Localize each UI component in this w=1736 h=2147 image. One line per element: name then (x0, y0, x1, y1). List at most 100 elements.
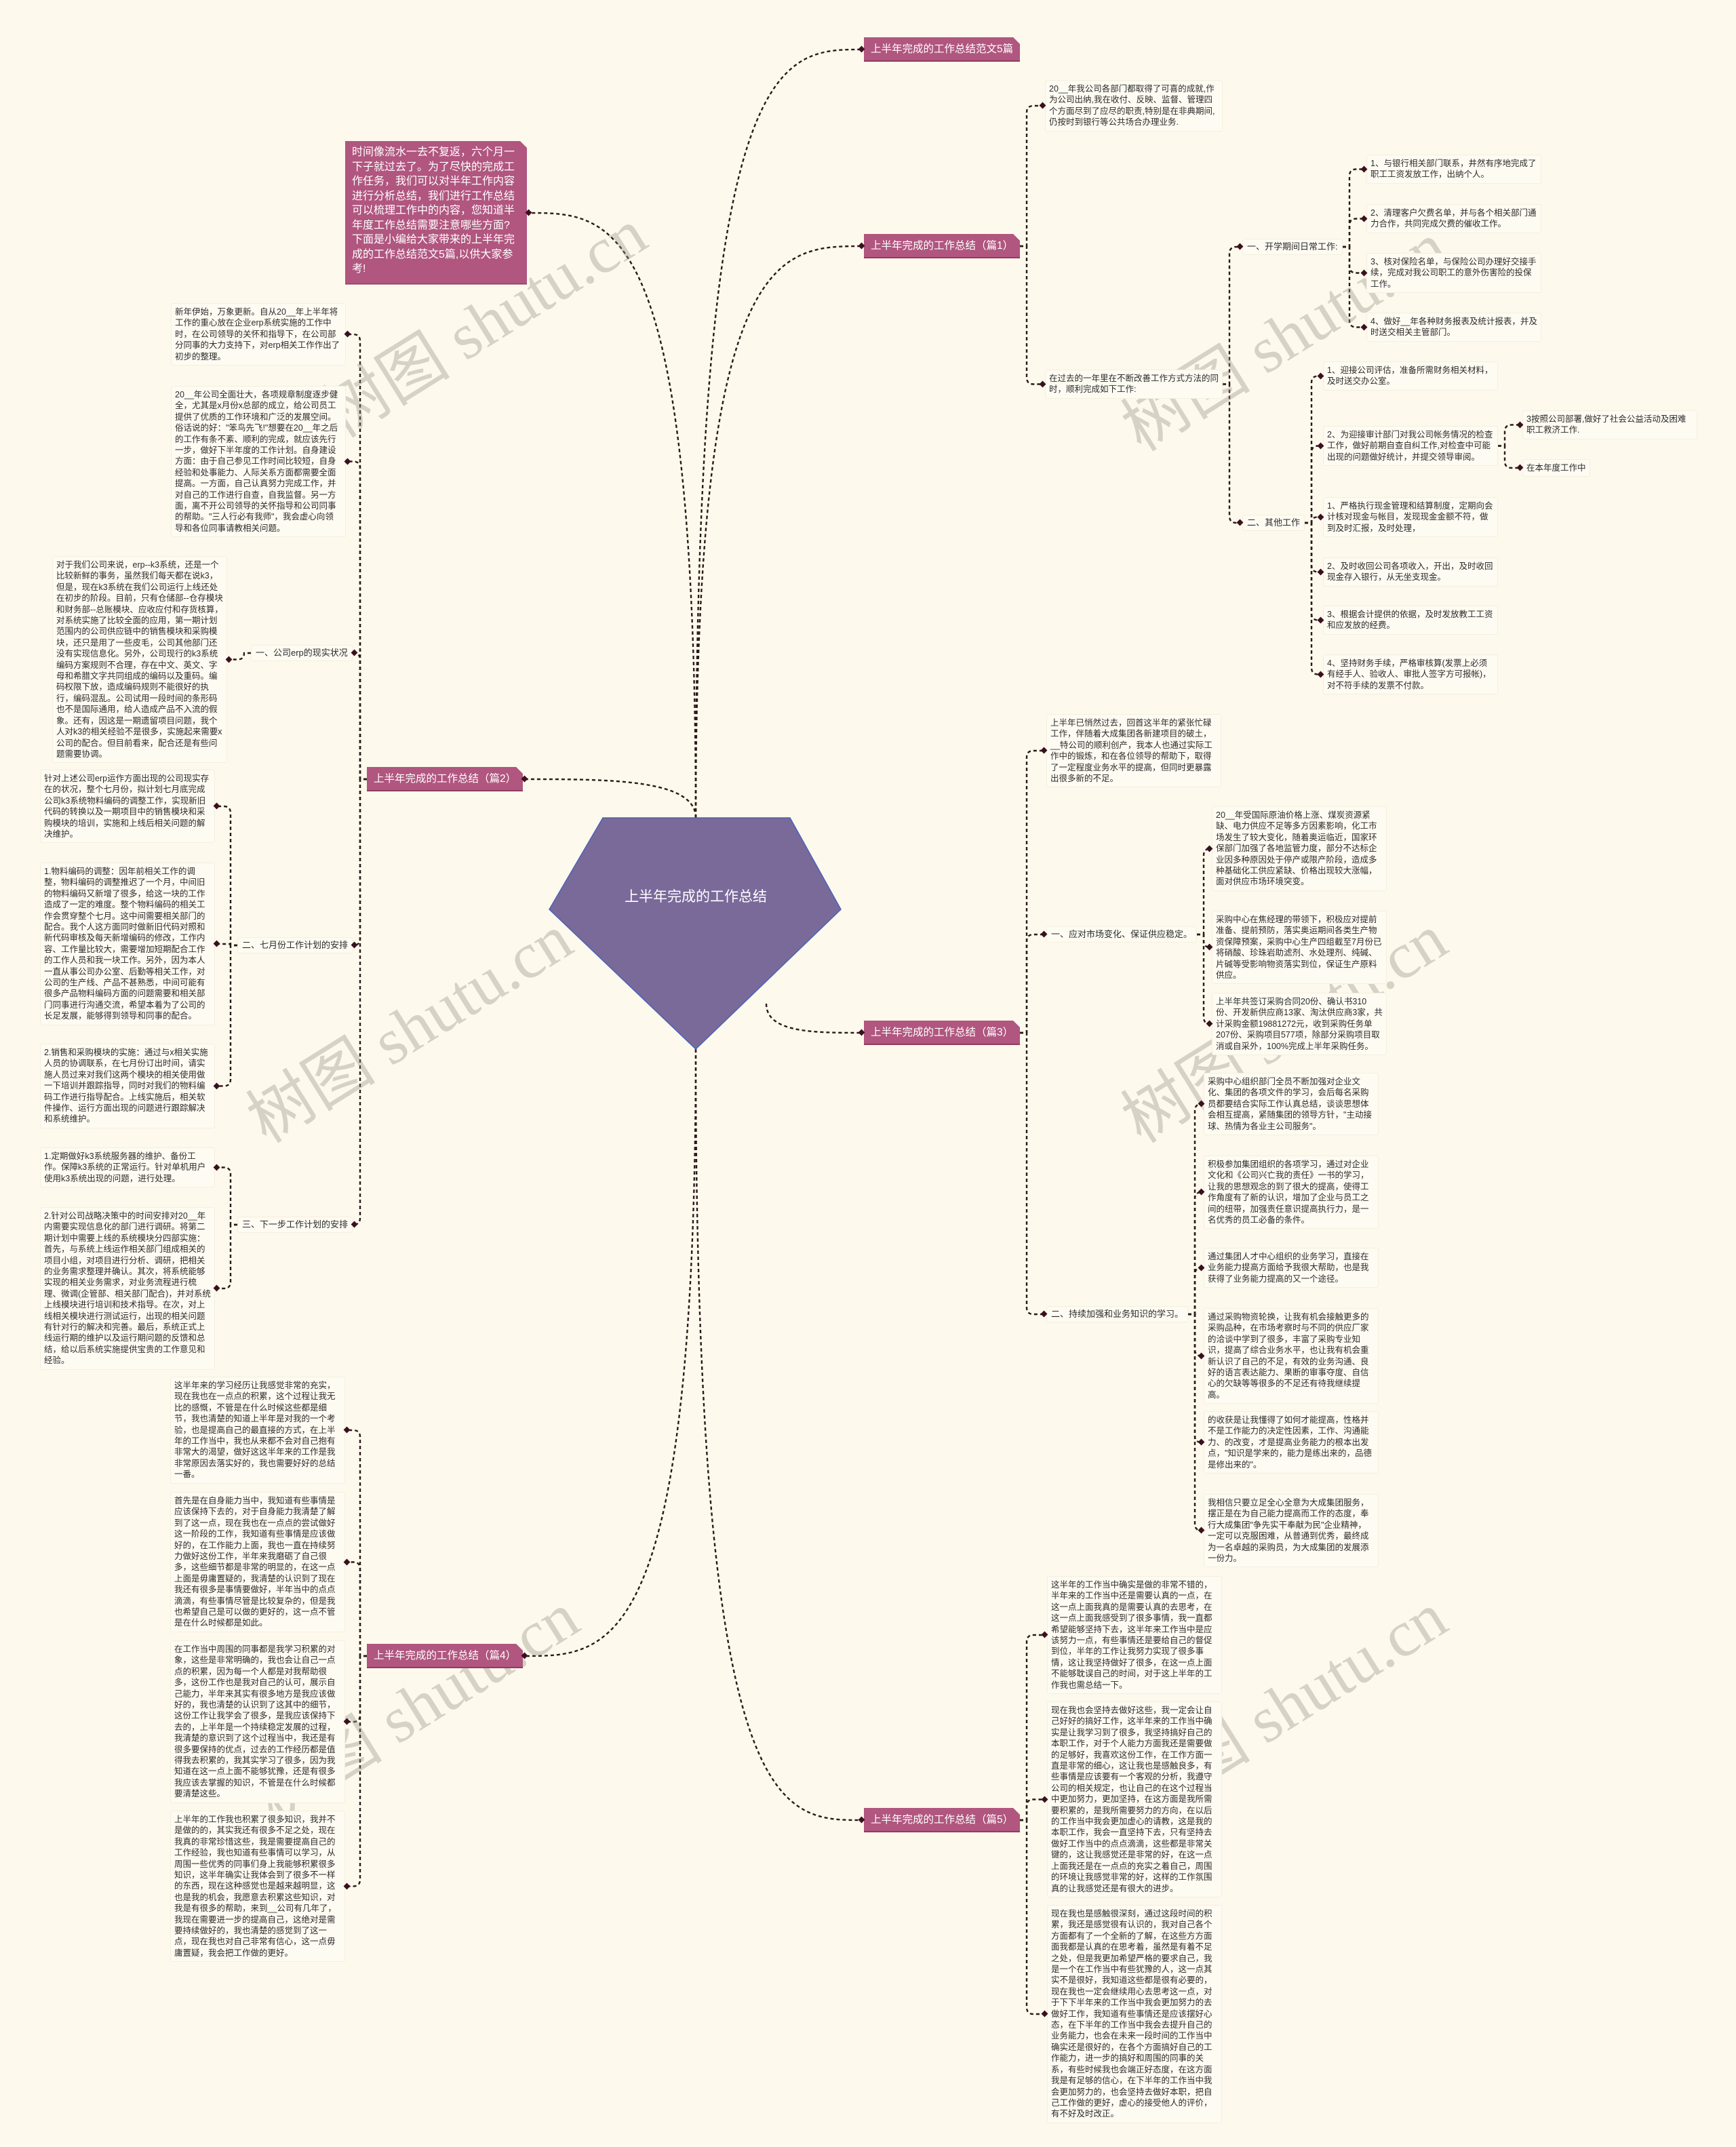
connector-line (694, 48, 863, 819)
connector-line (528, 212, 697, 819)
connector-line (217, 1223, 237, 1290)
root-title[interactable]: 上半年完成的工作总结 (625, 889, 767, 905)
branch-pian3[interactable]: 上半年完成的工作总结（篇3） (864, 1021, 1020, 1045)
pian2-text: 20__年公司全面壮大，各项规章制度逐步健全，尤其是x月份x总部的成立，给公司员… (171, 386, 346, 538)
connector-line (765, 1003, 863, 1034)
list-item: 3、根据会计提供的依据，及时发放教工工资和应发放的经费。 (1323, 606, 1498, 635)
connector-line (1305, 521, 1321, 675)
connector-line (347, 1429, 367, 1657)
connector-line (1188, 1313, 1202, 1532)
connector-line (1197, 933, 1211, 949)
list-item: 2.针对公司战略决策中的时间安排对20__年内需要实现信息化的部门进行调研。将第… (40, 1207, 215, 1370)
connector-line (217, 944, 237, 1087)
pian1-section-2: 二、其他工作 (1242, 515, 1305, 531)
branch-pian5[interactable]: 上半年完成的工作总结（篇5） (864, 1808, 1020, 1832)
list-item: 采购中心组织部门全员不断加强对企业文化、集团的各项文件的学习，会后每名采购员都要… (1204, 1073, 1379, 1136)
list-item: 在工作当中周围的同事都是我学习积累的对象，这些是非常明确的，我也会让自己一点点的… (170, 1640, 345, 1803)
list-item: 通过集团人才中心组织的业务学习，直接在业务能力提高方面给予我很大帮助，也是我获得… (1204, 1248, 1379, 1288)
intro-note[interactable]: 时间像流水一去不复返，六个月一下子就过去了。为了尽快的完成工作任务，我们可以对半… (345, 141, 527, 285)
list-item: 1.定期做好k3系统服务器的维护、备份工作。保障k3系统的正常运行。针对单机用户… (40, 1147, 215, 1188)
connector-line (1188, 1313, 1202, 1357)
list-item: 上半年的工作我也积累了很多知识，我并不是做的的，其实我还有很多不足之处，现在我真… (170, 1811, 345, 1963)
connector-line (217, 1166, 237, 1226)
branch-pian1[interactable]: 上半年完成的工作总结（篇1） (864, 234, 1020, 258)
list-item: 1、与银行相关部门联系，井然有序地完成了职工工资发放工作，出纳个人。 (1366, 155, 1541, 184)
connector-line (347, 1655, 367, 1723)
list-item: 现在我也会坚持去做好这些，我一定会让自己好好的搞好工作，这半年来的工作当中确实是… (1047, 1701, 1222, 1897)
connector-line (1020, 933, 1044, 1034)
connector-line (1188, 1103, 1202, 1316)
connector-line (347, 1655, 367, 1887)
connector-line (1020, 1031, 1044, 1316)
connector-line (1305, 445, 1321, 524)
connector-line (1343, 218, 1364, 248)
connector-line (694, 1048, 863, 1821)
list-item: 我相信只要立足全心全意为大成集团服务，摆正是在为自己能力提高而工作的态度，奉行大… (1204, 1494, 1379, 1568)
pian2-section-3: 三、下一步工作计划的安排 (237, 1217, 353, 1233)
list-item: 2、为迎接审计部门对我公司帐务情况的检查工作，做好前期自查自纠工作,对检查中可能… (1323, 426, 1498, 467)
list-item: 积极参加集团组织的各项学习，通过对企业文化和《公司兴亡我的责任》一书的学习，让我… (1204, 1156, 1379, 1229)
pian1-intro: 20__年我公司各部门都取得了可喜的成就,作为公司出纳,我在收付、反映、监督、管… (1045, 80, 1223, 132)
branch-pian2[interactable]: 上半年完成的工作总结（篇2） (367, 767, 523, 791)
root-pentagon[interactable] (549, 817, 842, 1050)
connector-line (524, 778, 697, 819)
connector-line (217, 805, 237, 947)
list-item: 2、清理客户欠费名单，并与各个相关部门通力合作，共同完成欠费的催收工作。 (1366, 204, 1541, 233)
list-item: 1.物料编码的调整：因年前相关工作的调整，物料编码的调整推迟了一个月，中间旧的物… (40, 863, 215, 1025)
connector-line (229, 652, 251, 661)
pian1-lead: 在过去的一年里在不断改善工作方式方法的同时，顺利完成如下工作: (1045, 370, 1223, 399)
list-item: 这半年的工作当中确实是做的非常不错的，半年来的工作当中还是需要认真的一点，在这一… (1047, 1576, 1222, 1695)
list-item: 对于我们公司来说，erp--k3系统，还是一个比较新鲜的事务，虽然我们每天都在说… (52, 556, 227, 764)
list-item: 现在我也是感触很深刻，通过这段时间的积累，我还是感觉很有认识的，我对自己各个方面… (1047, 1905, 1222, 2123)
connector-line (1020, 749, 1044, 1034)
connector-line (1020, 1798, 1045, 1821)
pian3-section-1: 一、应对市场变化、保证供应稳定。 (1046, 926, 1198, 943)
connector-line (1343, 245, 1364, 328)
list-item: 2、及时收回公司各项收入，开出，及时收回现金存入银行，从无坐支现金。 (1323, 557, 1498, 587)
connector-line (1020, 1634, 1045, 1821)
connector-line (524, 1048, 697, 1657)
list-item: 3按照公司部署,做好了社会公益活动及困难职工救济工作. (1522, 410, 1697, 439)
pian3-section-2: 二、持续加强和业务知识的学习。 (1046, 1306, 1189, 1322)
connector-line (1305, 521, 1321, 573)
connector-line (353, 778, 367, 1226)
list-item: 在本年度工作中 (1522, 459, 1590, 477)
connector-line (1223, 383, 1240, 524)
connector-line (1343, 168, 1364, 248)
pian2-section-1: 一、公司erp的现实状况 (251, 645, 353, 661)
pian3-intro: 上半年已悄然过去，回首这半年的紧张忙碌工作，伴随着大成集团各新建项目的破土，__… (1046, 714, 1221, 788)
branch-collection[interactable]: 上半年完成的工作总结范文5篇 (864, 37, 1020, 62)
list-item: 20__年受国际原油价格上涨、煤炭资源紧缺、电力供应不足等多方因素影响，化工市场… (1212, 806, 1387, 891)
connector-line (694, 245, 863, 819)
pian2-text: 新年伊始，万象更新。自从20__年上半年将工作的重心放在企业erp系统实施的工作… (171, 303, 346, 366)
list-item: 上半年共签订采购合同20份、确认书310份、开发新供应商13家、淘汰供应商3家，… (1212, 993, 1387, 1056)
list-item: 这半年来的学习经历让我感觉非常的充实，现在我也在一点点的积累，这个过程让我无比的… (170, 1377, 345, 1484)
connector-line (1343, 245, 1364, 274)
list-item: 首先是在自身能力当中，我知道有些事情是应该保持下去的，对于自身能力我清楚了解到了… (170, 1492, 345, 1632)
connector-line (1197, 848, 1211, 936)
list-item: 1、严格执行现金管理和结算制度，定期向会计核对现金与帐目，发现现金金额不符，做到… (1323, 497, 1498, 538)
list-item: 2.销售和采购模块的实施：通过与x相关实施人员的协调联系，在七月份订出时间，请实… (40, 1044, 215, 1128)
pian1-section-1: 一、开学期间日常工作: (1242, 239, 1343, 255)
list-item: 4、坚持财务手续，严格审核算(发票上必须有经手人、验收人、审批人签字方可报帐)，… (1323, 654, 1498, 695)
branch-pian4[interactable]: 上半年完成的工作总结（篇4） (367, 1644, 523, 1668)
connector-line (347, 1561, 367, 1657)
pian2-section-2: 二、七月份工作计划的安排 (237, 937, 353, 953)
connector-line (348, 333, 367, 781)
list-item: 针对上述公司erp运作方面出现的公司现实存在的状况，整个七月份，拟计划七月底完成… (40, 770, 215, 844)
connector-line (1498, 424, 1520, 447)
list-item: 4、做好__年各种财务报表及统计报表，并及时送交相关主管部门。 (1366, 313, 1541, 342)
connector-line (1020, 245, 1043, 385)
list-item: 的收获是让我懂得了如何才能提高，性格并不是工作能力的决定性因素，工作、沟通能力、… (1204, 1411, 1379, 1474)
list-item: 采购中心在焦经理的带领下，积极应对提前准备、提前预防，落实奥运期间各类生产物资保… (1212, 911, 1387, 985)
connector-line (353, 778, 367, 947)
list-item: 1、迎接公司评估，准备所需财务相关材料，及时送交办公室。 (1323, 361, 1498, 391)
connector-line (1020, 1819, 1045, 2015)
connector-line (1020, 104, 1043, 248)
connector-line (1305, 375, 1321, 524)
connector-line (348, 460, 367, 781)
list-item: 3、核对保险名单，与保险公司办理好交接手续，完成对我公司职工的意外伤害险的投保工… (1366, 253, 1541, 294)
list-item: 通过采购物资轮换，让我有机会接触更多的采购品种，在市场考察时与不同的供应厂家的洽… (1204, 1308, 1379, 1404)
